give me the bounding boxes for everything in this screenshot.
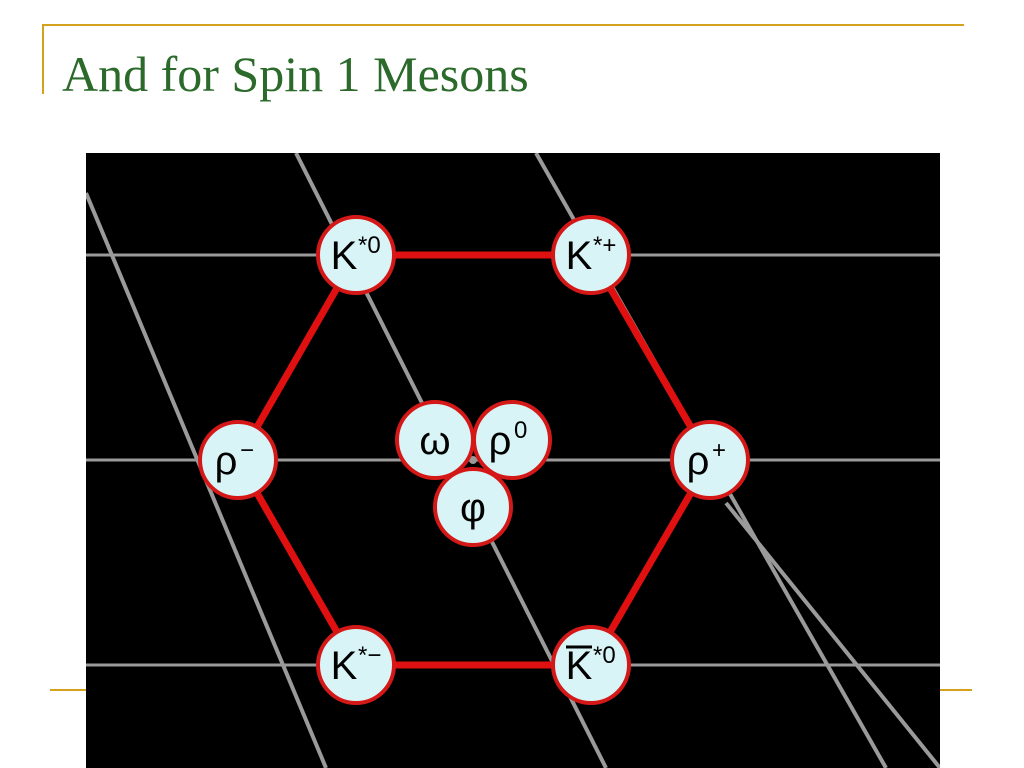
- left-accent-rule: [42, 24, 44, 94]
- meson-symbol: K: [566, 234, 593, 278]
- meson-node-circle: [551, 215, 631, 295]
- meson-symbol: K: [331, 644, 358, 688]
- meson-symbol: ρ: [215, 439, 238, 483]
- meson-node-rho-plus: ρ+: [670, 420, 750, 500]
- meson-charge-superscript: *0: [358, 232, 381, 259]
- meson-symbol: φ: [460, 486, 486, 530]
- meson-symbol: ω: [419, 419, 450, 463]
- bottom-right-rule: [938, 689, 972, 691]
- grid-line-diagonal-4: [724, 501, 940, 768]
- meson-symbol: K: [566, 644, 593, 688]
- meson-node-phi: φ: [433, 467, 513, 547]
- top-rule: [42, 24, 964, 26]
- meson-charge-superscript: *+: [593, 232, 616, 259]
- meson-charge-superscript: +: [712, 437, 726, 464]
- meson-node-rho-minus: ρ−: [198, 420, 278, 500]
- meson-node-k-bar-star-0: K*0: [551, 625, 631, 705]
- slide-title: And for Spin 1 Mesons: [62, 46, 529, 102]
- center-point: [469, 456, 477, 464]
- meson-symbol: K: [331, 234, 358, 278]
- meson-charge-superscript: *0: [593, 642, 616, 669]
- meson-charge-superscript: −: [240, 437, 254, 464]
- meson-node-k-star-0: K*0: [316, 215, 396, 295]
- meson-charge-superscript: 0: [514, 417, 527, 444]
- meson-symbol: ρ: [489, 419, 512, 463]
- meson-node-k-star-plus: K*+: [551, 215, 631, 295]
- meson-node-omega: ω: [395, 400, 475, 480]
- meson-node-circle: [472, 400, 552, 480]
- bottom-left-rule: [50, 689, 90, 691]
- meson-node-k-star-minus: K*−: [316, 625, 396, 705]
- meson-node-circle: [670, 420, 750, 500]
- meson-symbol: ρ: [687, 439, 710, 483]
- meson-node-circle: [316, 625, 396, 705]
- meson-node-circle: [433, 467, 513, 547]
- meson-charge-superscript: *−: [358, 642, 381, 669]
- meson-node-circle: [316, 215, 396, 295]
- meson-node-circle: [198, 420, 278, 500]
